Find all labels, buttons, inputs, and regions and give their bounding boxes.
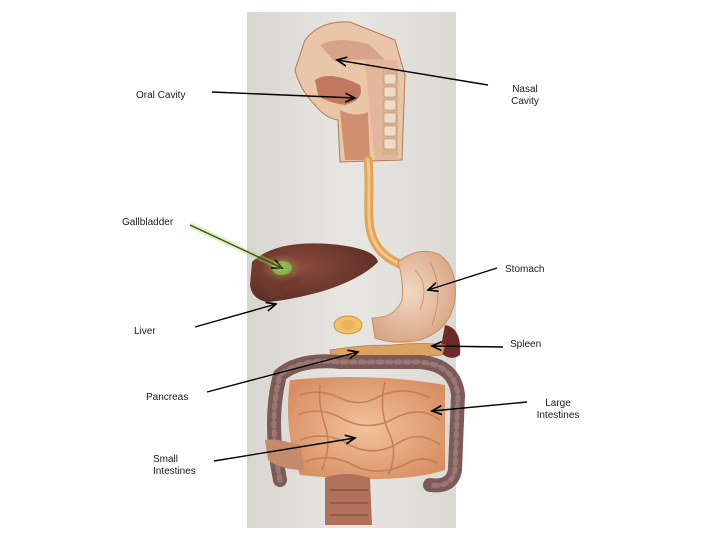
oral-cavity-label: Oral Cavity (136, 90, 186, 101)
gallbladder-arrow (189, 224, 282, 268)
head-section (294, 21, 406, 163)
small-intestines-arrow (213, 438, 355, 462)
spleen (440, 325, 461, 358)
large-intestines-label: Large Intestines (536, 398, 580, 421)
nasal-cavity-arrow (337, 60, 489, 86)
stomach-arrow (428, 267, 498, 290)
liver-arrow (194, 304, 276, 328)
stomach (371, 250, 456, 343)
oral-cavity-arrow (211, 91, 355, 98)
liver-label: Liver (134, 326, 156, 337)
stomach-label: Stomach (505, 264, 545, 275)
gallbladder-label: Gallbladder (122, 217, 174, 228)
rectum (325, 474, 372, 525)
pancreas-label: Pancreas (146, 392, 189, 403)
spleen-arrow (432, 346, 504, 347)
label-arrows (189, 60, 528, 462)
small-intestines-label: Small Intestines (153, 454, 196, 477)
large-intestines-arrow (432, 401, 528, 411)
pancreas-arrow (206, 352, 358, 393)
spleen-label: Spleen (510, 339, 542, 350)
nasal-cavity-label: Nasal Cavity (511, 84, 539, 107)
